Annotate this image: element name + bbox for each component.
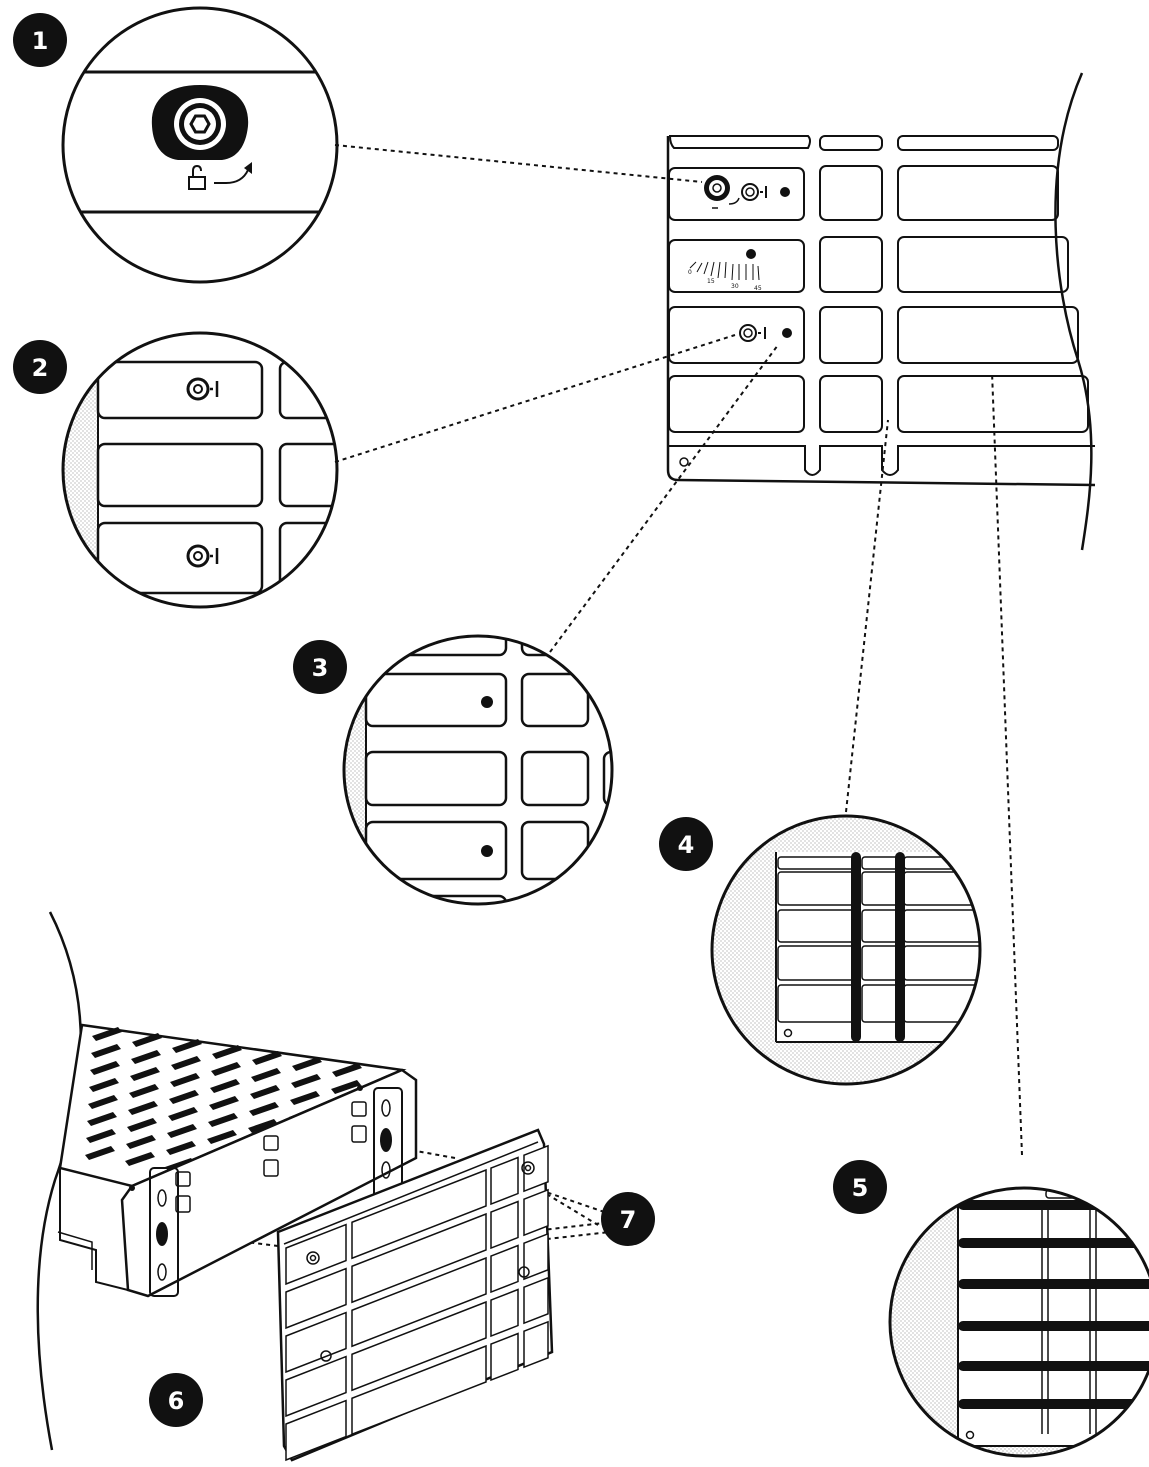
front-panel-exploded [276, 1128, 554, 1462]
screw-fastener [521, 1161, 535, 1175]
grille-slot [130, 1067, 160, 1081]
tilt-scale: 0 15 30 45 [688, 249, 762, 292]
grille-slot [291, 1074, 321, 1088]
svg-text:5: 5 [852, 1174, 869, 1202]
panel-middle-column [819, 165, 883, 433]
callout-3: 3 [293, 640, 347, 694]
unlock-icon [188, 164, 206, 190]
mount-hole [782, 328, 792, 338]
panel-rows [285, 1144, 549, 1462]
grille-slot [170, 1073, 200, 1087]
svg-text:7: 7 [620, 1206, 637, 1234]
panel-cell [523, 1144, 549, 1193]
grille-slot [127, 1118, 157, 1132]
grille-slot [129, 1084, 159, 1098]
grille-slot [331, 1080, 361, 1094]
panel-cell [351, 1168, 487, 1260]
panel-cell [490, 1200, 519, 1250]
panel-cell [351, 1300, 487, 1392]
svg-text:1: 1 [32, 27, 49, 55]
grille-slot [251, 1068, 281, 1082]
grille-slot [132, 1033, 162, 1047]
grille-slot [212, 1045, 242, 1059]
grille-slot [91, 1044, 121, 1058]
panel-cell [490, 1332, 519, 1382]
screw-fastener [306, 1251, 320, 1265]
scale-tick-30: 30 [731, 283, 739, 290]
panel-cell [523, 1188, 549, 1237]
callout-2: 2 [13, 340, 67, 394]
grille-slot [125, 1152, 155, 1166]
detail-1-lock-closeup [61, 6, 339, 284]
grille-slot [208, 1113, 238, 1127]
grille-slot [128, 1101, 158, 1115]
detail-5-horizontal-channels [888, 1186, 1149, 1458]
grille-slot [332, 1063, 362, 1077]
screw-fastener [741, 183, 767, 201]
callout-4: 4 [659, 817, 713, 871]
scale-tick-0: 0 [688, 269, 692, 276]
screw-fastener [739, 324, 766, 342]
callout-5: 5 [833, 1160, 887, 1214]
panel-cell [523, 1320, 549, 1369]
grille-slot [167, 1124, 197, 1138]
grille-slot [211, 1062, 241, 1076]
panel-cell [351, 1256, 487, 1348]
detail-4-vertical-channels [710, 814, 982, 1086]
grille-slot [171, 1056, 201, 1070]
callout-7: 7 [601, 1192, 655, 1246]
grille-slot [89, 1078, 119, 1092]
panel-cell [285, 1355, 347, 1418]
grille-slot [169, 1090, 199, 1104]
grille-slot [290, 1091, 320, 1105]
panel-cell [351, 1212, 487, 1304]
panel-cell [285, 1223, 347, 1286]
grille-slot [210, 1079, 240, 1093]
screw-icon [186, 377, 219, 401]
chassis-assembly [36, 911, 418, 1451]
grille-slot [172, 1039, 202, 1053]
panel-cell [490, 1156, 519, 1206]
grille-slot [88, 1095, 118, 1109]
grille-slot [166, 1141, 196, 1155]
panel-cell [285, 1267, 347, 1330]
scale-tick-45: 45 [754, 285, 762, 292]
panel-cell [490, 1288, 519, 1338]
main-panel: 0 15 30 45 [666, 72, 1096, 551]
panel-cell [351, 1344, 487, 1436]
detail-3-hole-closeup [342, 634, 614, 906]
grille-slot [92, 1027, 122, 1041]
panel-cell [490, 1244, 519, 1294]
detail-2-screw-closeup [61, 331, 339, 609]
grille-slot [250, 1085, 280, 1099]
grille-slot [87, 1112, 117, 1126]
panel-left-column [668, 167, 805, 433]
grille-slot [248, 1119, 278, 1133]
callout-6: 6 [149, 1373, 203, 1427]
panel-cell [523, 1276, 549, 1325]
panel-cell [285, 1399, 347, 1462]
grille-slot [168, 1107, 198, 1121]
hex-lock-screw [704, 175, 730, 201]
grille-slot [249, 1102, 279, 1116]
callout-1: 1 [13, 13, 67, 67]
grille-slot [207, 1130, 237, 1144]
grille-slot [209, 1096, 239, 1110]
grille-slot [131, 1050, 161, 1064]
panel-cell [285, 1311, 347, 1374]
svg-text:6: 6 [168, 1387, 185, 1415]
grille-slot [85, 1146, 115, 1160]
grille-slot [86, 1129, 116, 1143]
grille-slot [252, 1051, 282, 1065]
svg-text:3: 3 [312, 654, 329, 682]
screw-icon [186, 544, 219, 568]
svg-text:2: 2 [32, 354, 49, 382]
grille-slot [292, 1057, 322, 1071]
mount-hole [780, 187, 790, 197]
grille-slot [90, 1061, 120, 1075]
grille-slot [126, 1135, 156, 1149]
svg-text:4: 4 [678, 831, 695, 859]
scale-tick-15: 15 [707, 278, 715, 285]
